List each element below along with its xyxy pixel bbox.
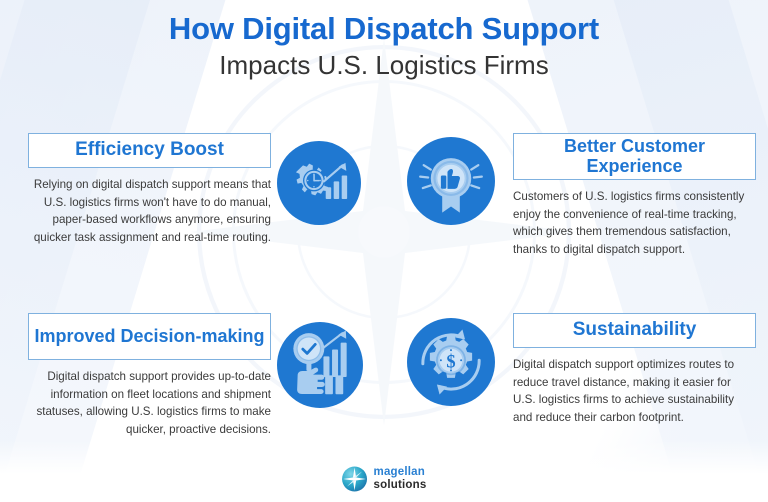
heading-box-better-customer-experience: Better Customer Experience: [513, 133, 756, 180]
icon-container-efficiency-boost: [277, 141, 361, 225]
quadrant-sustainability: Sustainability Digital dispatch support …: [513, 313, 756, 426]
page-title-line2: Impacts U.S. Logistics Firms: [219, 49, 549, 80]
icon-container-improved-decision-making: [277, 322, 363, 408]
footer-logo[interactable]: magellan solutions: [342, 466, 427, 492]
svg-text:$: $: [446, 351, 455, 371]
heading-box-efficiency-boost: Efficiency Boost: [28, 133, 271, 168]
heading-box-improved-decision-making: Improved Decision-making: [28, 313, 271, 360]
heading-box-sustainability: Sustainability: [513, 313, 756, 348]
gear-dollar-recycle-arrows-icon: $: [407, 318, 495, 406]
logo-wordmark: magellan solutions: [373, 466, 427, 491]
heading-label: Better Customer Experience: [563, 135, 706, 176]
quadrant-improved-decision-making: Improved Decision-making Digital dispatc…: [28, 313, 271, 438]
quadrant-efficiency-boost: Efficiency Boost Relying on digital disp…: [28, 133, 271, 246]
body-text-sustainability: Digital dispatch support optimizes route…: [513, 358, 735, 424]
hand-magnifier-checkmark-bar-chart-icon: [277, 322, 363, 408]
compass-rose-logo-icon: [342, 466, 368, 492]
background-bottom-fade: [0, 440, 768, 502]
page-title-line1: How Digital Dispatch Support: [168, 11, 600, 46]
thumbs-up-award-badge-icon: [407, 137, 495, 225]
heading-label: Improved Decision-making: [34, 325, 265, 346]
heading-label: Sustainability: [572, 319, 697, 341]
header: How Digital Dispatch Support Impacts U.S…: [0, 11, 768, 81]
gear-clock-bar-chart-growth-icon: [277, 141, 361, 225]
body-text-efficiency-boost: Relying on digital dispatch support mean…: [33, 178, 271, 244]
icon-container-sustainability: $: [407, 318, 495, 406]
icon-container-better-customer-experience: [407, 137, 495, 225]
logo-line-2: solutions: [373, 478, 427, 491]
body-text-better-customer-experience: Customers of U.S. logistics firms consis…: [513, 190, 745, 256]
quadrant-better-customer-experience: Better Customer Experience Customers of …: [513, 133, 756, 258]
body-text-improved-decision-making: Digital dispatch support provides up-to-…: [36, 370, 271, 436]
logo-line-1: magellan: [373, 466, 425, 478]
background-compass-watermark: [190, 38, 578, 426]
heading-label: Efficiency Boost: [75, 139, 224, 161]
